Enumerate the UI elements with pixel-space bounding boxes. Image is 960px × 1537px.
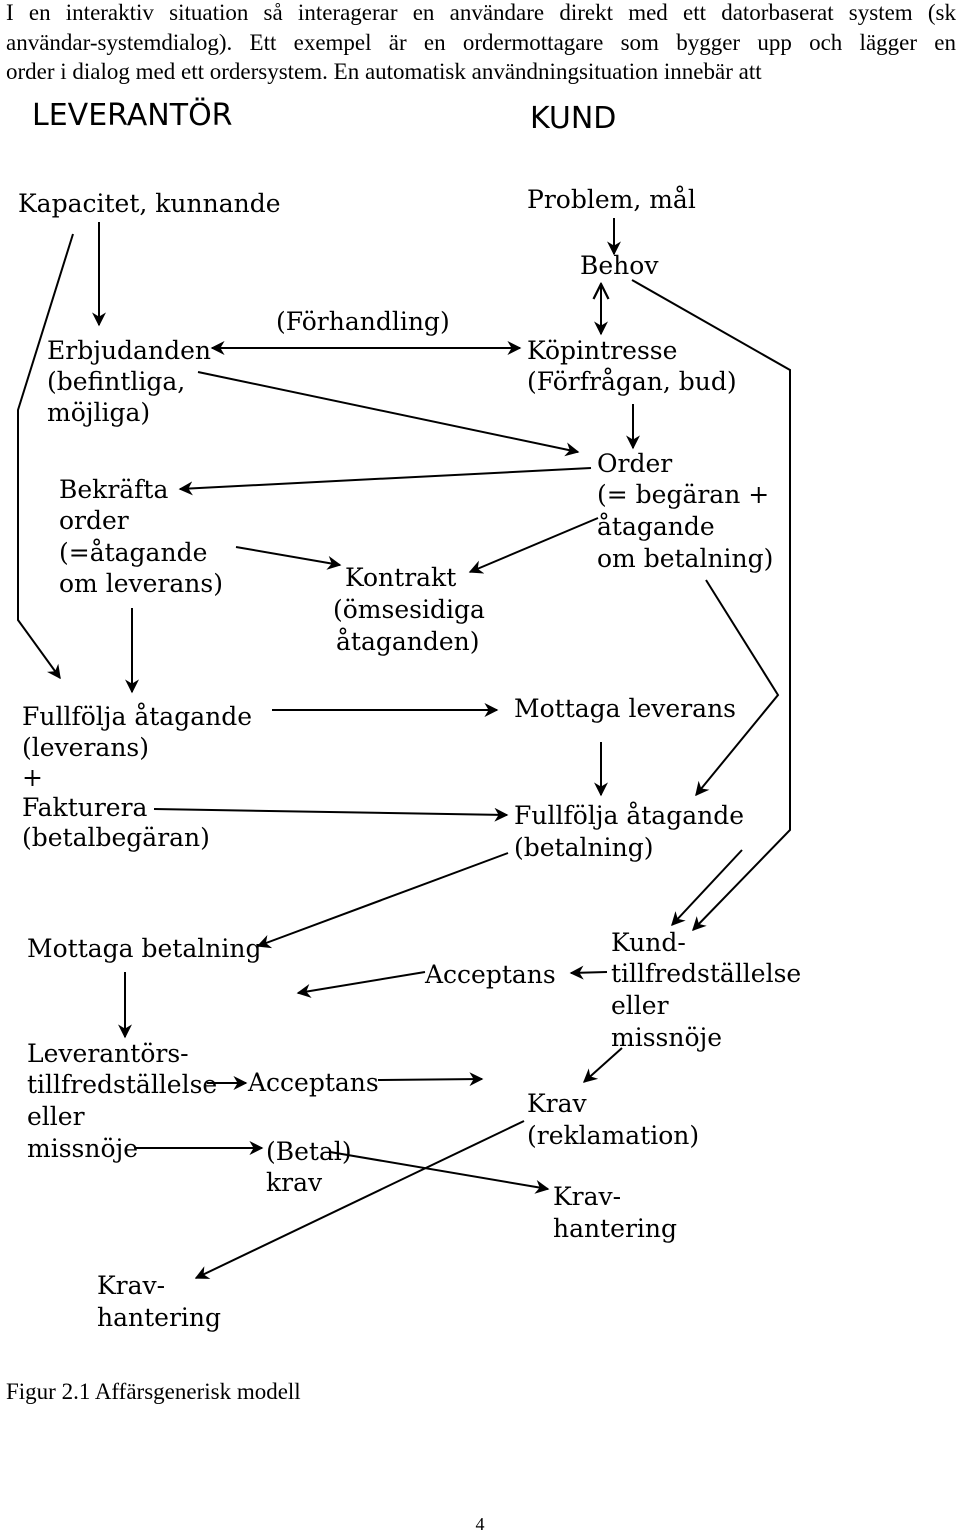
intro-paragraph: I en interaktiv situation så interagerar… <box>6 0 956 87</box>
arrow-order-to-kontrakt <box>468 517 599 574</box>
arrow-kundtillfredsstallelse-to-krav <box>582 1047 623 1083</box>
arrow-fullfolja-betalning-to-kundtillfredsstallelse <box>671 849 743 927</box>
label-betalkrav: (Betal) krav <box>266 1137 360 1197</box>
label-problem: Problem, mål <box>527 185 696 214</box>
arrow-betalkrav-to-kravhantering-kund <box>329 1151 550 1194</box>
label-kopintresse: Köpintresse (Förfrågan, bud) <box>527 336 737 396</box>
label-mottaga-leverans: Mottaga leverans <box>514 694 736 723</box>
arrow-order-to-fullfolja-betalning <box>695 579 780 797</box>
intro-line-3: order i dialog med ett ordersystem. En a… <box>6 59 762 84</box>
label-fullfolja-leverans: Fullfölja åtagande (leverans) + Fakturer… <box>22 702 260 852</box>
label-mottaga-betalning: Mottaga betalning <box>27 934 261 963</box>
arrow-fakturera-to-fullfolja-betalning <box>153 807 509 822</box>
supplier-header: LEVERANTÖR <box>32 97 233 133</box>
label-kundtillfredsstallelse: Kund- tillfredställelse eller missnöje <box>611 928 809 1052</box>
arrow-kundtillfredsstallelse-to-acceptans <box>569 965 608 980</box>
label-erbjudanden: Erbjudanden (befintliga, möjliga) <box>47 336 219 427</box>
arrow-bekrafta-to-kontrakt <box>235 546 342 570</box>
arrow-behov-to-kundtillfredsstallelse <box>631 279 791 932</box>
label-order: Order (= begäran + åtagande om betalning… <box>597 449 777 573</box>
intro-line-1: I en interaktiv situation så interagerar… <box>6 0 956 25</box>
diagram-connectors <box>17 218 791 1279</box>
arrow-erbjudanden-to-order <box>197 371 580 457</box>
arrow-krav-to-kravhantering-lev <box>194 1120 525 1279</box>
page-number: 4 <box>475 1514 485 1534</box>
label-behov: Behov <box>580 251 659 280</box>
label-kontrakt: Kontrakt (ömsesidiga åtaganden) <box>333 563 493 656</box>
label-acceptans-lev: Acceptans <box>247 1068 379 1097</box>
figure-caption: Figur 2.1 Affärsgenerisk modell <box>6 1379 301 1404</box>
label-kapacitet: Kapacitet, kunnande <box>18 189 281 218</box>
label-kravhantering-lev: Krav- hantering <box>97 1271 221 1332</box>
arrow-acceptans-lev-to-kund <box>377 1072 484 1087</box>
label-kravhantering-kund: Krav- hantering <box>553 1182 677 1243</box>
label-leverantorstillfredsstallelse: Leverantörs- tillfredställelse eller mis… <box>27 1039 225 1163</box>
label-fullfolja-betalning: Fullfölja åtagande (betalning) <box>514 801 752 862</box>
arrow-acceptans-to-leverantor <box>296 971 426 998</box>
customer-header: KUND <box>530 101 616 136</box>
arrow-fullfolja-betalning-to-mottaga-betalning <box>256 852 509 949</box>
intro-line-2: användar-systemdialog). Ett exempel är e… <box>6 29 956 55</box>
label-bekrafta: Bekräfta order (=åtagande om leverans) <box>59 475 223 598</box>
label-krav-reklamation: Krav (reklamation) <box>527 1089 699 1150</box>
label-forhandling: (Förhandling) <box>276 307 450 336</box>
arrow-kapacitet-to-fullfolja <box>17 233 74 680</box>
arrow-order-to-bekrafta <box>178 467 592 496</box>
label-acceptans-kund: Acceptans <box>424 960 556 989</box>
